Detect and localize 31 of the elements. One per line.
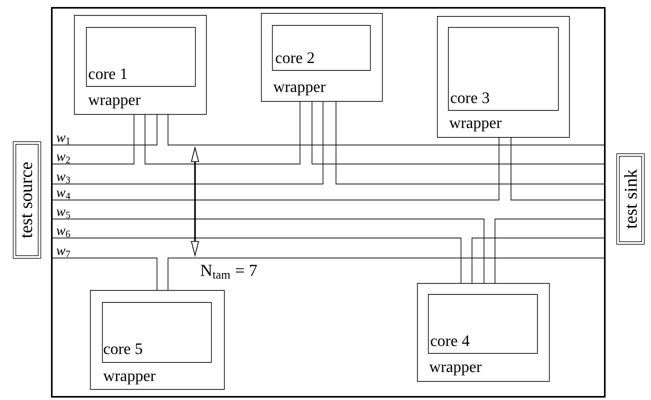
wire xyxy=(50,100,324,184)
core-box: core 2 xyxy=(272,25,371,71)
width-label: N$_{tam}$ = 7 xyxy=(200,264,257,279)
wire-label: w$_{1}$ xyxy=(56,136,70,144)
wire-label: w$_{2}$ xyxy=(56,154,70,164)
wire xyxy=(494,218,604,284)
test-source-box: test source xyxy=(12,141,42,259)
wire xyxy=(168,114,604,146)
wire xyxy=(50,114,134,164)
wire-label: w$_{3}$ xyxy=(56,174,70,184)
wire xyxy=(144,100,300,164)
wire xyxy=(50,114,158,146)
core-box: core 1 xyxy=(86,27,196,87)
wire xyxy=(50,258,158,290)
wire xyxy=(312,100,604,164)
wire xyxy=(336,100,604,184)
wire-label: w$_{7}$ xyxy=(56,248,70,258)
wire xyxy=(168,258,604,290)
wire-label: w$_{4}$ xyxy=(56,190,70,200)
wire xyxy=(50,136,500,200)
wire xyxy=(50,218,484,284)
wire-label: w$_{5}$ xyxy=(56,210,70,218)
wire xyxy=(510,136,604,200)
core-box: core 4 xyxy=(428,294,538,354)
wire xyxy=(50,238,462,284)
core-box: core 5 xyxy=(102,302,212,363)
wire-label: w$_{6}$ xyxy=(56,228,70,238)
test-sink-box: test sink xyxy=(616,153,645,245)
soc-border xyxy=(51,7,606,398)
wire xyxy=(472,238,604,284)
core-box: core 3 xyxy=(448,27,559,111)
